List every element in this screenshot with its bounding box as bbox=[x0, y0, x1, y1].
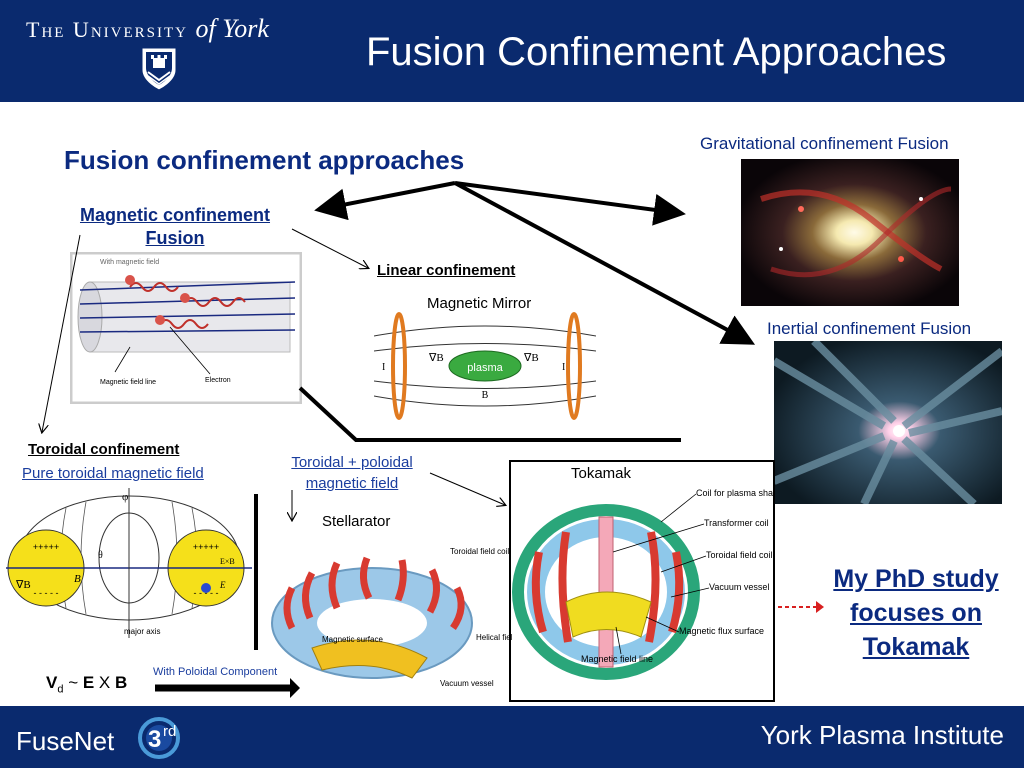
university-prefix: The University bbox=[26, 17, 196, 42]
tokamak-label: Tokamak bbox=[571, 465, 632, 482]
magnetic-surface-text: Magnetic surface bbox=[322, 635, 383, 644]
pure-toroidal-field-label: Pure toroidal magnetic field bbox=[22, 465, 204, 482]
current-left-text: I bbox=[382, 362, 385, 373]
fusenet-label: FuseNet bbox=[16, 726, 115, 756]
torus-b-text: B bbox=[74, 573, 81, 585]
university-wordmark: The University of York bbox=[26, 14, 269, 44]
grad-b-left-text: ∇B bbox=[428, 352, 444, 364]
vd-e: E bbox=[82, 673, 95, 692]
plasma-text: plasma bbox=[467, 362, 503, 374]
coil-plasma-shaping-text: Coil for plasma shaping bbox=[696, 488, 773, 498]
helical-field-coil-text: Helical field coil bbox=[476, 633, 512, 642]
major-axis-text: major axis bbox=[124, 627, 160, 636]
plus-left-text: +++++ bbox=[33, 542, 59, 552]
fusenet-badge-icon bbox=[138, 717, 180, 759]
vacuum-vessel-text: Vacuum vessel bbox=[440, 679, 494, 688]
toroidal-poloidal-label: Toroidal + poloidal magnetic field bbox=[291, 454, 413, 492]
footer-bar: FuseNet 3 rd York Plasma Institute bbox=[0, 706, 1024, 768]
toroidal-field-coil-text: Toroidal field coil bbox=[450, 547, 509, 556]
magnetic-confinement-heading: Magnetic confinement Fusion bbox=[79, 205, 271, 248]
transformer-coil-text: Transformer coil bbox=[704, 518, 769, 528]
minus-left-text: - - - - - bbox=[34, 588, 59, 598]
magnetic-flux-surface-text: Magnetic flux surface bbox=[679, 626, 764, 636]
tokamak-diagram: Coil for plasma shaping Transformer coil… bbox=[512, 488, 790, 680]
badge-number: 3 bbox=[148, 726, 162, 753]
e-field-text: E bbox=[219, 580, 226, 590]
drift-velocity-formula: Vd ~ E X B bbox=[46, 673, 127, 695]
current-right-text: I bbox=[562, 362, 565, 373]
vd-cross: X bbox=[94, 673, 115, 692]
toroidal-confinement-label: Toroidal confinement bbox=[28, 441, 180, 458]
toroidal-field-diagram: +++++ +++++ - - - - - - - - - - ∇B B φ θ… bbox=[6, 488, 252, 638]
gravitational-confinement-label: Gravitational confinement Fusion bbox=[700, 134, 949, 153]
phi-text: φ bbox=[122, 491, 128, 503]
header-bar: The University of York Fusion Confinemen… bbox=[0, 0, 1024, 102]
plus-right-text: +++++ bbox=[193, 542, 219, 552]
theta-text: θ bbox=[98, 550, 103, 561]
arrow-to-tokamak bbox=[429, 472, 505, 505]
with-poloidal-label: With Poloidal Component bbox=[153, 666, 278, 678]
university-suffix: of York bbox=[195, 14, 269, 43]
main-heading: Fusion confinement approaches bbox=[64, 145, 465, 175]
tokamak-panel: Coil for plasma shaping Transformer coil… bbox=[509, 460, 790, 702]
vd-v: V bbox=[46, 673, 58, 692]
torus-grad-b-text: ∇B bbox=[15, 579, 31, 591]
galaxy-image bbox=[741, 159, 959, 306]
magnetic-mirror-diagram: plasma ∇B ∇B I I B bbox=[374, 312, 596, 420]
stellarator-label: Stellarator bbox=[322, 513, 391, 530]
york-plasma-institute-label: York Plasma Institute bbox=[760, 720, 1004, 750]
arrow-to-magnetic bbox=[314, 181, 456, 221]
grad-b-right-text: ∇B bbox=[523, 352, 539, 364]
phd-focus-note: My PhD study focuses on Tokamak bbox=[833, 565, 999, 661]
linear-confinement-label: Linear confinement bbox=[377, 262, 516, 279]
inertial-confinement-label: Inertial confinement Fusion bbox=[767, 319, 972, 338]
magnetic-field-cylinder-image: With magnetic field Magnetic field line … bbox=[70, 252, 302, 404]
badge-superscript: rd bbox=[163, 723, 177, 740]
university-shield-icon bbox=[141, 47, 177, 91]
electron-text: Electron bbox=[205, 377, 231, 384]
inertial-fusion-image bbox=[774, 341, 1002, 504]
vd-sub: d bbox=[57, 683, 64, 696]
vd-tilde: ~ bbox=[63, 673, 83, 692]
stellarator-diagram: Magnetic surface Toroidal field coil Hel… bbox=[271, 547, 512, 688]
vd-b: B bbox=[114, 673, 128, 692]
tokamak-field-line-text: Magnetic field line bbox=[581, 654, 653, 664]
b-field-text: B bbox=[482, 390, 489, 401]
tokamak-vacuum-vessel-text: Vacuum vessel bbox=[709, 582, 769, 592]
e-cross-b-text: E×B bbox=[220, 557, 235, 566]
with-magnetic-field-text: With magnetic field bbox=[100, 259, 159, 266]
slide-title: Fusion Confinement Approaches bbox=[366, 30, 947, 74]
tokamak-toroidal-coil-text: Toroidal field coil bbox=[706, 550, 773, 560]
arrow-to-gravitational bbox=[454, 181, 686, 226]
magnetic-field-line-text: Magnetic field line bbox=[100, 379, 156, 386]
arrow-to-linear bbox=[291, 228, 368, 268]
